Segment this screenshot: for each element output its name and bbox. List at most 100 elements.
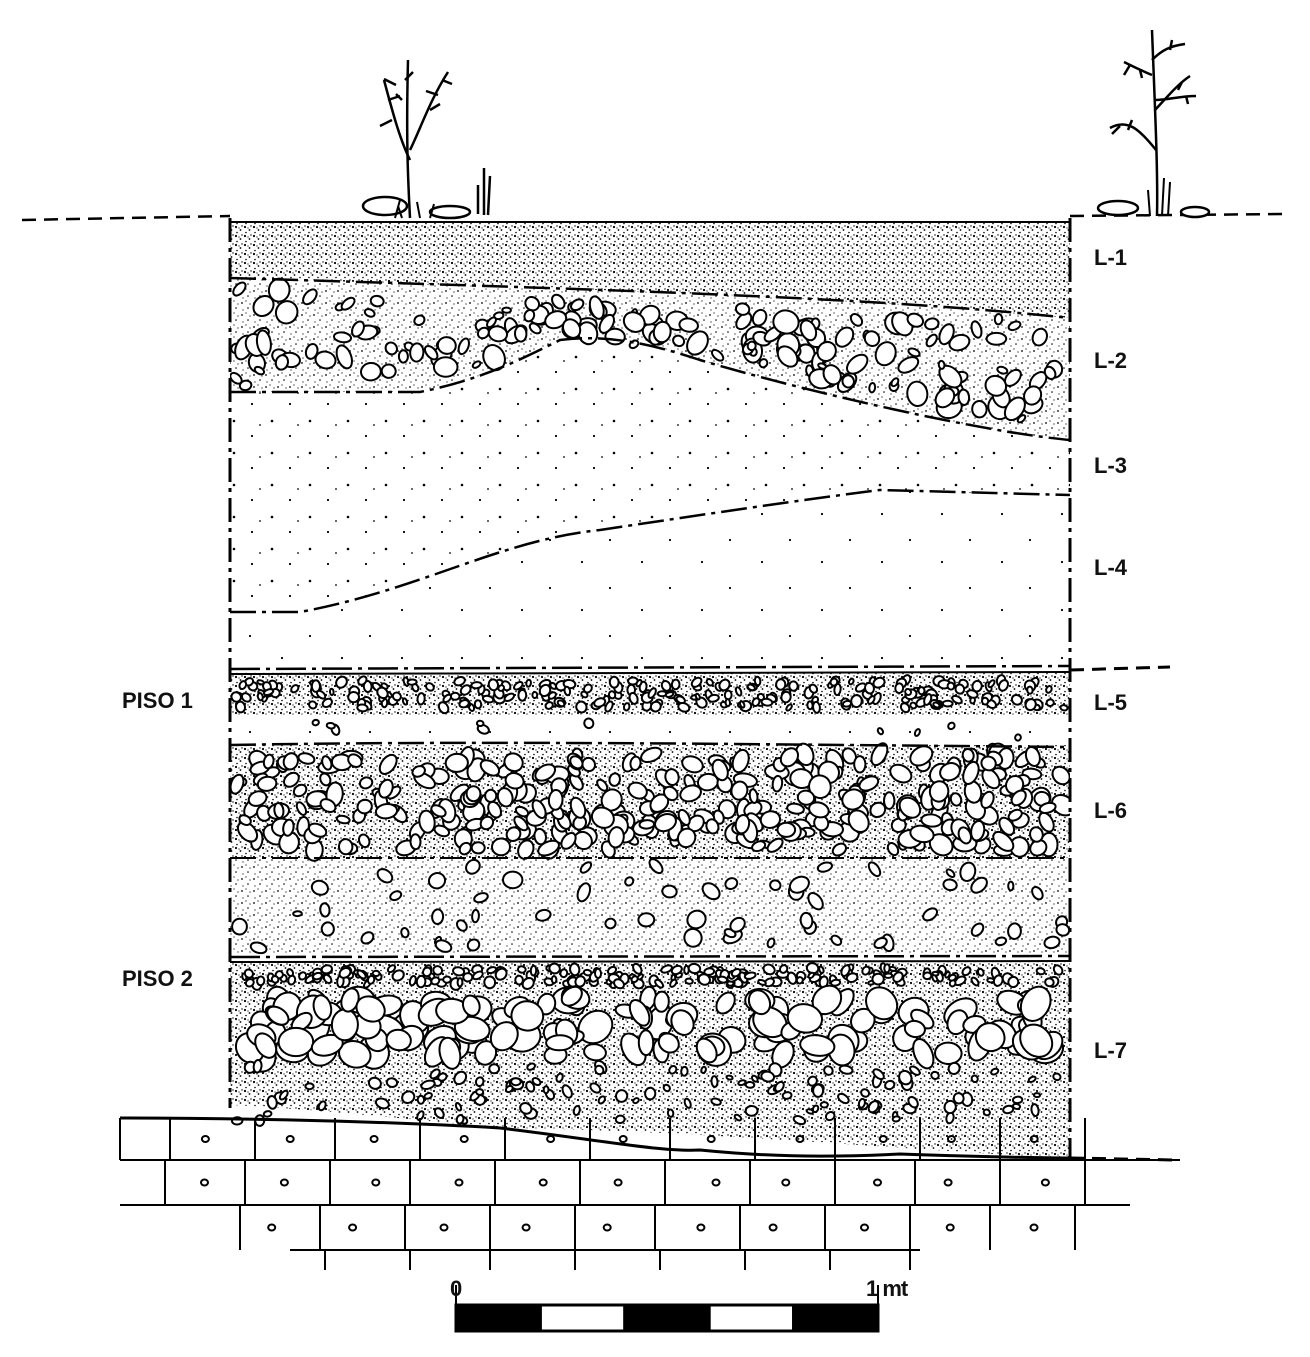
pebble-l5 (583, 717, 595, 730)
bedrock-vesicle (946, 1135, 956, 1143)
gravel-piso2 (408, 975, 417, 987)
cobble-l7-upper (628, 999, 651, 1027)
cobble-l7-upper (637, 1029, 655, 1057)
gravel-piso1 (664, 691, 675, 698)
gravel-piso2 (630, 975, 639, 984)
pebble-l7-lower (750, 1074, 759, 1083)
gravel-piso1 (675, 695, 686, 705)
gravel-piso1 (635, 678, 643, 688)
layer-label-l1: L-1 (1094, 245, 1127, 270)
cobble-l6 (256, 775, 278, 792)
cobble-l6 (444, 752, 469, 773)
cobble-l2 (501, 306, 512, 314)
gravel-piso1 (987, 679, 996, 689)
pebble-l7-lower (1027, 1075, 1037, 1083)
gravel-piso1 (442, 693, 453, 704)
cobble-l2 (252, 294, 275, 318)
bedrock-vesicle (371, 1178, 381, 1187)
cobble-l2 (678, 317, 699, 333)
gravel-piso1 (547, 691, 557, 700)
cobble-l2 (384, 341, 398, 356)
pebble-l7-lower (970, 1074, 979, 1084)
pebble-l7-lower (909, 1065, 921, 1076)
gravel-piso1 (503, 692, 516, 703)
pebble-l5 (913, 728, 921, 737)
pebble-l7-lower (488, 1063, 501, 1075)
gravel-piso2 (1035, 967, 1046, 976)
gravel-piso2 (432, 965, 444, 976)
gravel-piso2 (684, 977, 694, 985)
cobble-l7-upper (310, 1033, 344, 1057)
pebble-l5 (1014, 733, 1022, 742)
cobble-l7-upper (510, 1000, 545, 1032)
gravel-piso1 (1010, 693, 1023, 706)
gravel-piso1 (356, 703, 369, 713)
gravel-piso2 (757, 978, 767, 986)
gravel-piso2 (529, 964, 538, 977)
scale-segment-0 (454, 1303, 542, 1333)
gravel-piso2 (845, 972, 859, 984)
pebble-l6-lower (942, 878, 958, 892)
pebble-l6-lower (535, 908, 552, 922)
pebble-l7-lower (819, 1101, 829, 1109)
pebble-l7-lower (304, 1082, 315, 1091)
pebble-l7-lower (266, 1095, 278, 1110)
pebble-l6-lower (945, 868, 956, 878)
pebble-l6-lower (502, 870, 524, 890)
cobble-l6 (608, 772, 621, 787)
gravel-piso1 (230, 691, 242, 703)
cobble-l2 (938, 323, 955, 346)
gravel-piso1 (604, 700, 614, 713)
cobble-l2 (544, 310, 568, 330)
pebble-l7-lower (433, 1107, 445, 1119)
cobble-l2 (672, 334, 686, 348)
cobble-l2 (524, 296, 541, 312)
gravel-piso2 (961, 966, 972, 977)
cobble-l6 (1007, 808, 1023, 822)
cobble-l6 (590, 806, 615, 829)
pebble-l7-lower (823, 1065, 834, 1076)
pebble-l5 (311, 718, 320, 727)
gravel-piso2 (613, 978, 625, 990)
gravel-piso1 (707, 693, 720, 703)
cobble-l2 (868, 382, 877, 394)
cobble-l2 (523, 309, 536, 323)
bedrock-vesicle (943, 1178, 953, 1187)
pebble-l6-lower (729, 916, 746, 933)
gravel-piso1 (1045, 685, 1053, 694)
layer-boundary-0 (229, 276, 1071, 320)
layer-label-l7: L-7 (1094, 1038, 1127, 1063)
gravel-piso1 (308, 700, 318, 710)
gravel-piso1 (470, 681, 483, 690)
cobble-l6 (779, 747, 799, 768)
pebble-l7-lower (614, 1114, 626, 1125)
gravel-piso1 (806, 700, 814, 711)
cobble-l7-upper (330, 1008, 359, 1042)
gravel-piso1 (497, 684, 506, 692)
bedrock-vesicle (538, 1178, 548, 1187)
layer-l6b-fill (230, 858, 1070, 955)
pebble-l7-lower (510, 1077, 522, 1087)
pebble-l7-lower (1011, 1095, 1024, 1105)
pebble-l7-lower (416, 1110, 425, 1121)
gravel-piso2 (582, 968, 593, 977)
bedrock-blocks (119, 1118, 1180, 1270)
bedrock-vesicle (711, 1178, 721, 1187)
cobble-l7-upper (312, 994, 333, 1021)
pebble-l7-lower (867, 1100, 880, 1114)
ground-surface-right (1069, 212, 1286, 218)
cobble-l7-upper (653, 990, 670, 1013)
pebble-l7-lower (1032, 1092, 1042, 1099)
bedrock-vesicle (200, 1178, 209, 1187)
cobble-l6 (607, 826, 625, 849)
gravel-piso2 (366, 974, 376, 985)
pebble-l7-lower (737, 1079, 747, 1087)
pebble-l7-lower (474, 1076, 485, 1088)
cobble-l6 (358, 776, 374, 790)
cobble-l6 (981, 768, 1001, 790)
gravel-piso2 (548, 962, 561, 975)
gravel-piso2 (660, 964, 673, 974)
cobble-l2 (751, 308, 768, 327)
pebble-l7-lower (952, 1092, 965, 1105)
cobble-l6 (992, 830, 1015, 852)
